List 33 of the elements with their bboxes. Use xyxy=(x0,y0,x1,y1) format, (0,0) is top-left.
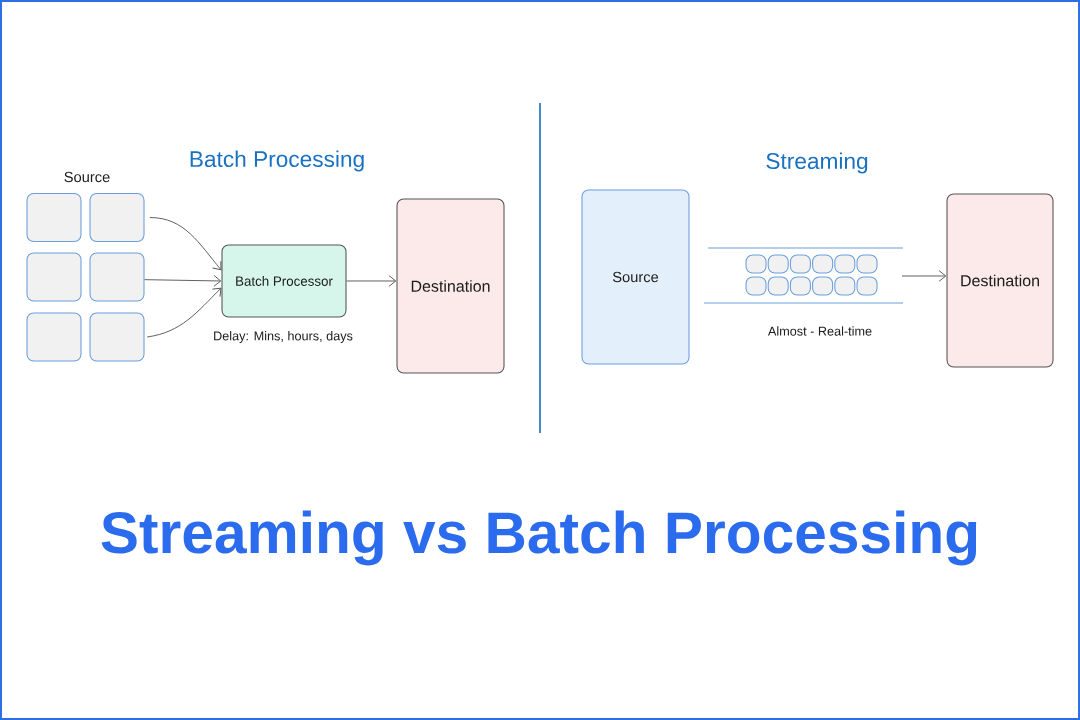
data-block xyxy=(89,312,145,362)
data-block xyxy=(812,276,834,296)
data-block xyxy=(89,252,145,302)
destination-box: Destination xyxy=(946,193,1054,368)
data-block xyxy=(789,276,811,296)
group-label: Source xyxy=(64,171,110,183)
source-box: Source xyxy=(581,189,690,365)
section-heading: Batch Processing xyxy=(190,150,364,172)
data-block xyxy=(26,252,82,302)
data-block xyxy=(26,312,82,362)
section-heading: Streaming xyxy=(766,152,868,174)
data-block xyxy=(834,276,856,296)
data-block xyxy=(856,254,878,274)
arrow xyxy=(149,217,222,271)
arrow xyxy=(901,270,947,282)
data-block xyxy=(812,254,834,274)
data-block xyxy=(789,254,811,274)
arrow xyxy=(146,287,222,338)
data-block xyxy=(856,276,878,296)
arrow xyxy=(346,275,397,287)
data-block xyxy=(89,192,145,243)
destination-box: Destination xyxy=(396,198,505,374)
arrow xyxy=(144,275,222,287)
title: Streaming vs Batch Processing xyxy=(101,510,977,566)
data-block xyxy=(767,276,789,296)
data-block xyxy=(26,192,82,243)
data-block xyxy=(745,276,767,296)
data-block xyxy=(767,254,789,274)
data-block xyxy=(745,254,767,274)
note-text: Delay: Mins, hours, days xyxy=(214,331,353,343)
data-block xyxy=(834,254,856,274)
caption-text: Almost - Real-time xyxy=(767,326,872,336)
process-box: Batch Processor xyxy=(221,244,347,318)
